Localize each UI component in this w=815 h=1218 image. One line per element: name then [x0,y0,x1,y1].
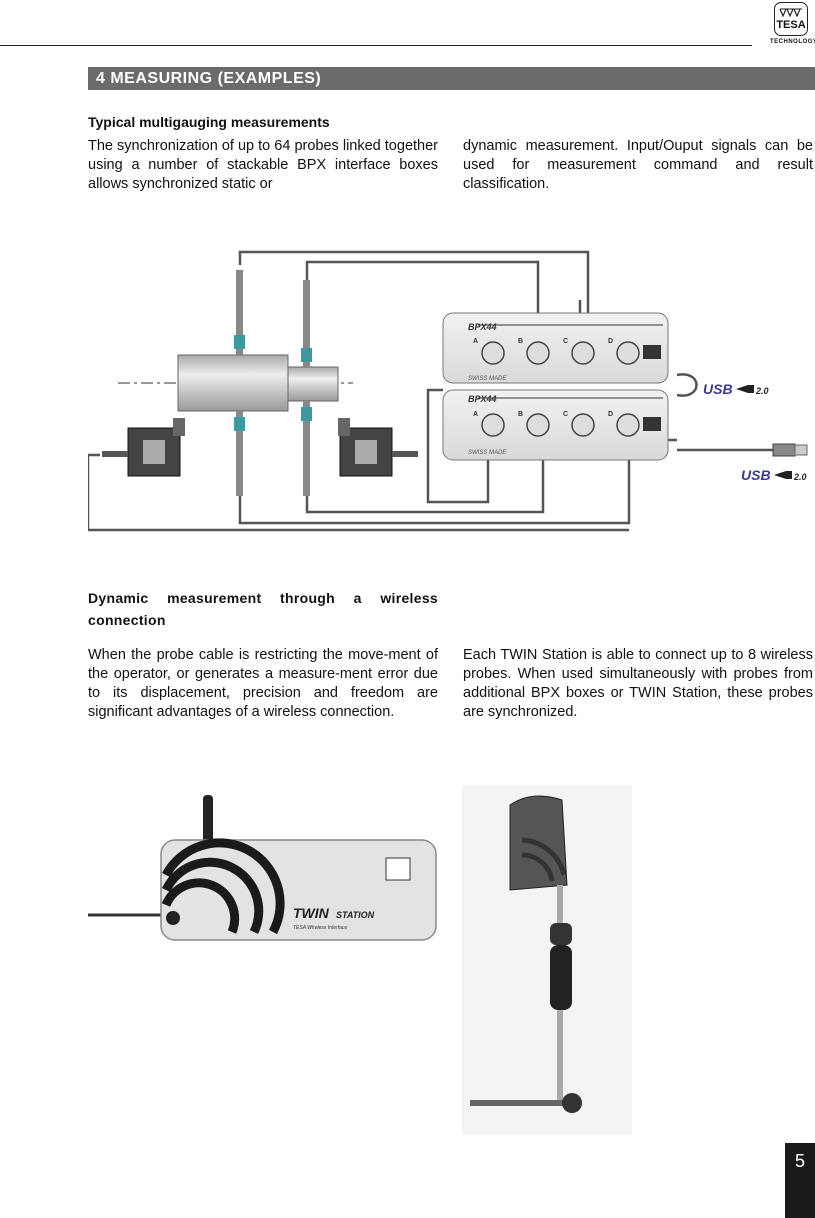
logo-mark-icon [779,8,802,17]
header-rule [0,45,752,46]
swiss-made-label: SWISS MADE [468,450,507,456]
section-title: 4 MEASURING (EXAMPLES) [88,67,815,90]
usb-version-label: 2.0 [755,386,769,396]
paragraph-multigauging-left: The synchronization of up to 64 probes l… [88,138,438,192]
usb-label: USB [741,467,771,483]
twin-brand-label: TWIN [293,905,330,921]
station-model-label: STATION [336,910,375,920]
probe-grip [550,945,572,1010]
signal-dot [166,911,180,925]
paragraph-wireless-left: When the probe cable is restricting the … [88,647,438,720]
port-d-label: D [608,338,613,345]
bpx-label: BPX44 [468,394,497,404]
probe-arm [470,1100,580,1106]
heading-wireless: Dynamic measurement through a wireless c… [88,590,438,628]
port-b-label: B [518,338,523,345]
usb-logo-bottom: USB 2.0 [741,467,807,483]
bpx-box-top: BPX44 A B C D SWISS MADE [442,312,669,384]
port-d-label: D [608,411,613,418]
logo-frame [774,2,808,36]
logo-subtext: TECHNOLOGY [770,39,815,45]
multigauging-diagram: BPX44 A B C D SWISS MADE BPX44 A B C D S… [88,250,808,532]
probes [234,270,312,496]
workpiece-small-diameter [287,366,339,402]
probe-holders [102,418,418,477]
paragraph-wireless-right: Each TWIN Station is able to connect up … [463,647,813,720]
workpiece-large-diameter [177,354,289,412]
bpx-label: BPX44 [468,322,497,332]
page-tab: 5 [785,1143,815,1218]
usb-version-label: 2.0 [793,472,807,482]
paragraph-multigauging-right: dynamic measurement. Input/Ouput signals… [463,138,813,192]
swiss-made-label: SWISS MADE [468,376,507,382]
usb-label: USB [703,381,733,397]
port-c-label: C [563,411,568,418]
tesa-badge [385,857,411,881]
port-a-label: A [473,411,478,418]
bpx-box-bottom: BPX44 A B C D SWISS MADE [442,389,669,461]
page-number: 5 [794,1151,805,1171]
port-a-label: A [473,338,478,345]
port-b-label: B [518,411,523,418]
station-caption: TESA Wireless Interface [293,925,347,931]
tesa-logo: TESA TECHNOLOGY [770,2,815,50]
port-c-label: C [563,338,568,345]
usb-logo-top: USB 2.0 [703,381,769,397]
wireless-probe-photo [462,785,632,1135]
heading-multigauging: Typical multigauging measurements [88,114,330,130]
antenna [203,795,213,850]
wireless-waves-icon [161,838,285,935]
logo-text: TESA [776,19,806,31]
twin-station-illustration: TWIN STATION TESA Wireless Interface [88,795,437,941]
usb-plug-icon [772,443,808,457]
